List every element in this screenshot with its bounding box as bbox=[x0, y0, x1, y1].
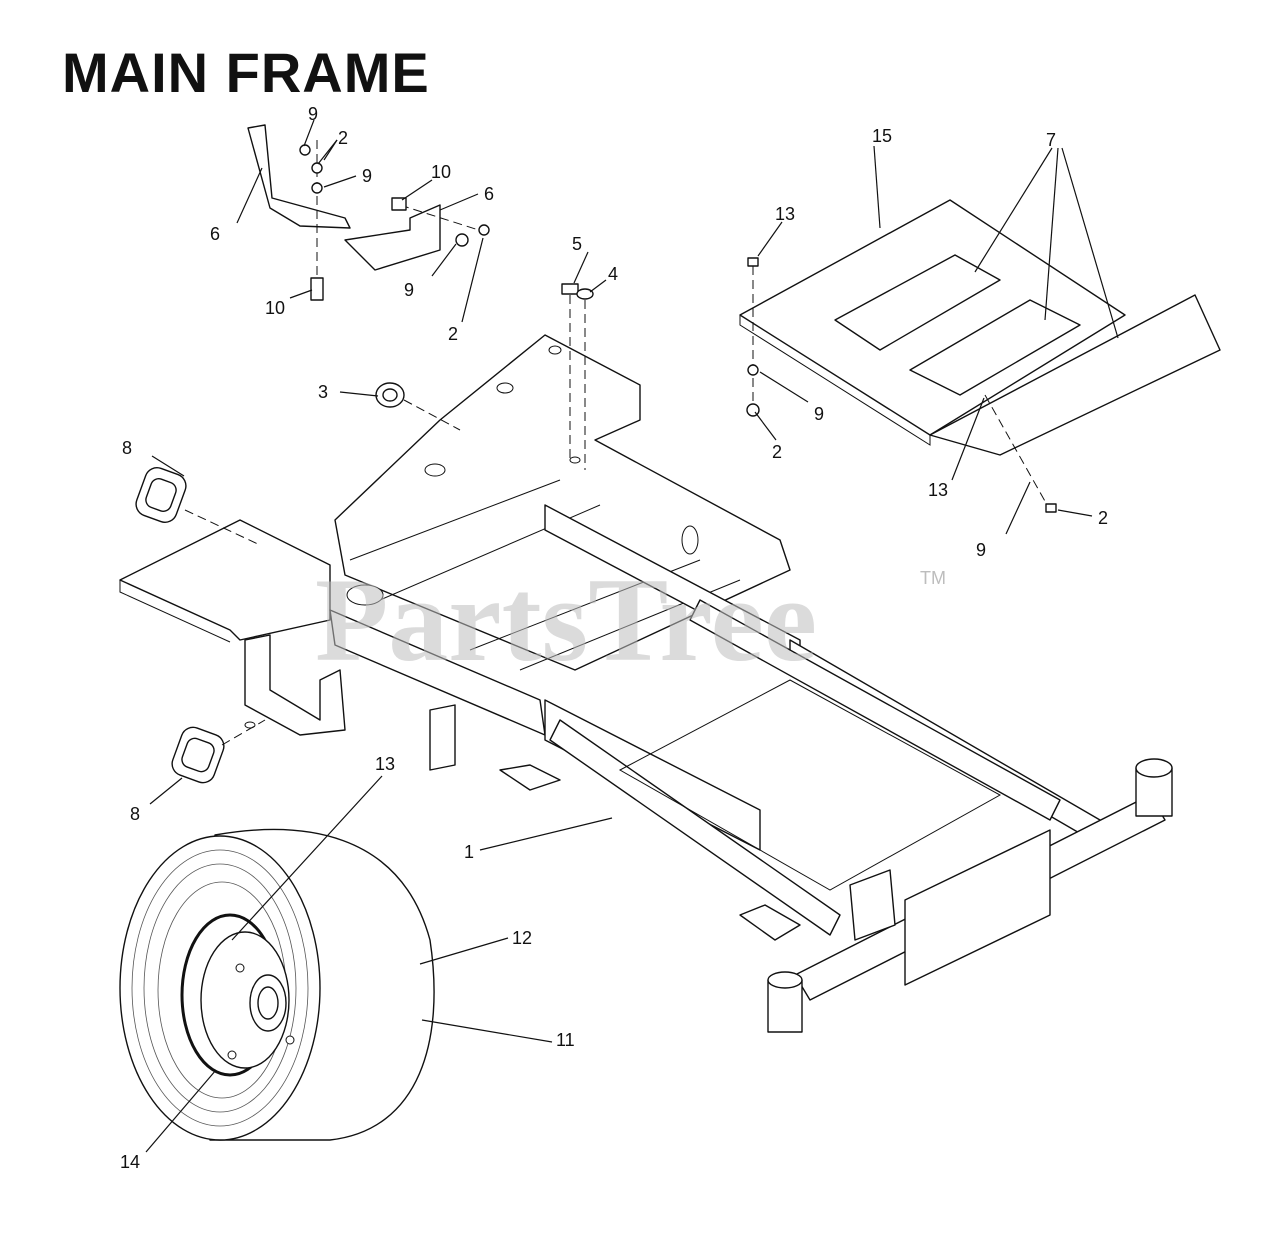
rear-wheel-assembly bbox=[119, 828, 435, 1141]
front-arm-left bbox=[549, 719, 841, 936]
pad-7b bbox=[909, 299, 1081, 396]
frame-cross-member bbox=[349, 479, 741, 671]
callout-9: 9 bbox=[404, 280, 414, 300]
callout-7: 7 bbox=[1046, 130, 1056, 150]
callout-10: 10 bbox=[265, 298, 285, 318]
callout-8: 8 bbox=[122, 438, 132, 458]
leader-lines bbox=[145, 119, 1119, 1153]
callout-13: 13 bbox=[928, 480, 948, 500]
callout-4: 4 bbox=[608, 264, 618, 284]
callout-14: 14 bbox=[120, 1152, 140, 1172]
main-frame-assembly bbox=[119, 334, 1173, 1033]
watermark-trademark: TM bbox=[920, 568, 946, 588]
callout-2: 2 bbox=[338, 128, 348, 148]
bracket-6-left bbox=[247, 124, 351, 301]
callout-8: 8 bbox=[130, 804, 140, 824]
pad-7a bbox=[834, 254, 1001, 351]
page-title: MAIN FRAME bbox=[62, 41, 430, 104]
callout-13: 13 bbox=[775, 204, 795, 224]
callout-labels: 1 2 2 2 2 3 4 5 6 6 7 8 8 9 9 9 9 9 10 1… bbox=[120, 104, 1108, 1172]
callout-6: 6 bbox=[210, 224, 220, 244]
seat-plate-15 bbox=[739, 199, 1221, 513]
front-weight-bracket bbox=[904, 829, 1051, 986]
front-arm-right bbox=[689, 599, 1061, 821]
bracket-6-right bbox=[344, 197, 490, 271]
left-footrest-plate bbox=[119, 519, 331, 641]
grommet-8-upper bbox=[135, 467, 261, 546]
latch-4-5 bbox=[561, 283, 594, 470]
callout-12: 12 bbox=[512, 928, 532, 948]
callout-9: 9 bbox=[308, 104, 318, 124]
callout-5: 5 bbox=[572, 234, 582, 254]
caster-mount-left bbox=[767, 971, 803, 1033]
callout-9: 9 bbox=[976, 540, 986, 560]
callout-10: 10 bbox=[431, 162, 451, 182]
callout-15: 15 bbox=[872, 126, 892, 146]
callout-9: 9 bbox=[814, 404, 824, 424]
callout-13: 13 bbox=[375, 754, 395, 774]
callout-11: 11 bbox=[556, 1030, 575, 1050]
grommet-8-lower bbox=[171, 719, 266, 784]
callout-1: 1 bbox=[464, 842, 474, 862]
callout-2: 2 bbox=[772, 442, 782, 462]
callout-2: 2 bbox=[1098, 508, 1108, 528]
caster-mount-right bbox=[1135, 758, 1173, 817]
grommet-3 bbox=[375, 382, 461, 431]
hitch-bracket bbox=[429, 704, 456, 771]
watermark-text: PartsTree bbox=[315, 553, 817, 686]
rear-mount-bracket bbox=[244, 634, 346, 736]
callout-2: 2 bbox=[448, 324, 458, 344]
callout-9: 9 bbox=[362, 166, 372, 186]
callout-6: 6 bbox=[484, 184, 494, 204]
callout-3: 3 bbox=[318, 382, 328, 402]
